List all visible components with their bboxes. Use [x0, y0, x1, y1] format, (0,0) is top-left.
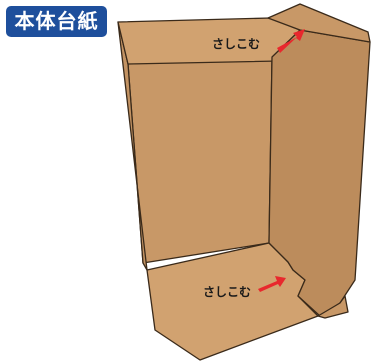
page-title: 本体台紙: [6, 6, 107, 37]
right-panel-top-tab: [267, 3, 371, 43]
lower-insert-arrow-icon: [258, 276, 286, 292]
lower-insert-label: さしこむ: [203, 285, 251, 299]
back-panel: [127, 56, 273, 264]
right-panel-bottom-tab: [317, 295, 349, 319]
upper-insert-label: さしこむ: [212, 37, 260, 51]
upper-insert-arrow-icon: [277, 29, 305, 53]
